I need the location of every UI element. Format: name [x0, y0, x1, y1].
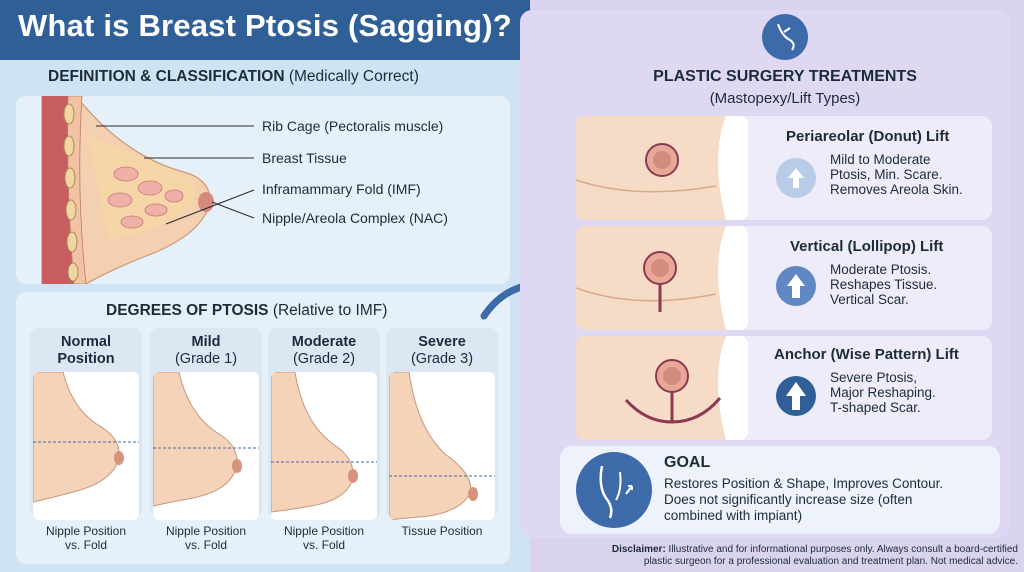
degree-title-mild: Mild	[191, 334, 221, 350]
degree-subtitle-mild: (Grade 1)	[174, 351, 238, 367]
degrees-heading-bold: DEGREES OF PTOSIS	[106, 302, 269, 319]
treatment-card-vertical: Vertical (Lollipop) Lift Moderate Ptosis…	[576, 226, 992, 330]
treatment-desc-periareolar: Mild to Moderate Ptosis, Min. Scare. Rem…	[830, 152, 963, 197]
goal-text-line: Restores Position & Shape, Improves Cont…	[664, 476, 944, 491]
degree-subtitle-moderate: (Grade 2)	[292, 351, 356, 367]
treatment-desc-line: Vertical Scar.	[830, 292, 909, 307]
degree-column-normal: Normal Position	[30, 328, 142, 520]
title-bar: What is Breast Ptosis (Sagging)?	[0, 0, 530, 60]
degrees-heading: DEGREES OF PTOSIS (Relative to IMF)	[106, 302, 387, 320]
degree-title-moderate: Moderate	[291, 334, 357, 350]
degree-column-severe: Severe (Grade 3)	[386, 328, 498, 520]
disclaimer-line1: Illustrative and for informational purpo…	[665, 544, 1018, 555]
degree-subtitle-normal: Position	[57, 351, 115, 367]
treatment-title-periareolar: Periareolar (Donut) Lift	[786, 128, 950, 145]
disclaimer-line2: plastic surgeon for a professional evalu…	[643, 556, 1018, 567]
degree-image-normal	[33, 372, 139, 520]
treatment-image-anchor	[576, 336, 748, 440]
goal-text-line: combined with impiant)	[664, 508, 803, 523]
disclaimer-label: Disclaimer:	[611, 544, 666, 555]
arrow-up-icon-severe	[776, 376, 816, 416]
definition-heading-rest: (Medically Correct)	[284, 68, 419, 85]
degree-foot-mild: Nipple Position vs. Fold	[146, 524, 266, 552]
degree-column-moderate: Moderate (Grade 2)	[268, 328, 380, 520]
degree-foot2-mild: vs. Fold	[184, 538, 227, 552]
treatment-desc-line: Reshapes Tissue.	[830, 277, 938, 292]
treatment-desc-line: T-shaped Scar.	[830, 400, 921, 415]
treatment-desc-line: Mild to Moderate	[830, 152, 931, 167]
degree-title-severe: Severe	[418, 334, 466, 350]
goal-text: Restores Position & Shape, Improves Cont…	[664, 476, 943, 524]
degree-foot2-moderate: vs. Fold	[302, 538, 345, 552]
goal-text-line: Does not significantly increase size (of…	[664, 492, 913, 507]
degree-subtitle-severe: (Grade 3)	[410, 351, 474, 367]
arrow-up-icon-moderate	[776, 266, 816, 306]
definition-heading-bold: DEFINITION & CLASSIFICATION	[48, 68, 285, 85]
disclaimer: Disclaimer: Illustrative and for informa…	[540, 544, 1018, 568]
degree-foot-normal: Nipple Position vs. Fold	[26, 524, 146, 552]
anatomy-label-rib-cage: Rib Cage (Pectoralis muscle)	[262, 118, 444, 134]
degree-foot1-normal: Nipple Position	[45, 524, 127, 538]
anatomy-label-breast-tissue: Breast Tissue	[262, 150, 347, 166]
degree-foot-moderate: Nipple Position vs. Fold	[264, 524, 384, 552]
degree-image-moderate	[271, 372, 377, 520]
body-contour-icon	[576, 452, 652, 528]
degree-foot1-severe: Tissue Position	[401, 524, 483, 538]
breast-profile-icon	[762, 14, 808, 60]
treatment-card-anchor: Anchor (Wise Pattern) Lift Severe Ptosis…	[576, 336, 992, 440]
anatomy-label-nac: Nipple/Areola Complex (NAC)	[262, 210, 448, 226]
degree-foot1-mild: Nipple Position	[165, 524, 247, 538]
degree-title-normal: Normal	[61, 334, 111, 350]
degree-foot-severe: Tissue Position	[382, 524, 502, 538]
treatment-image-periareolar	[576, 116, 748, 220]
treatment-desc-line: Removes Areola Skin.	[830, 182, 963, 197]
anatomy-illustration	[41, 96, 255, 284]
anatomy-panel: Rib Cage (Pectoralis muscle) Breast Tiss…	[16, 96, 510, 284]
treatment-card-periareolar: Periareolar (Donut) Lift Mild to Moderat…	[576, 116, 992, 220]
treatments-subheading: (Mastopexy/Lift Types)	[709, 90, 861, 107]
treatment-desc-line: Moderate Ptosis.	[830, 262, 932, 277]
treatment-desc-line: Major Reshaping.	[830, 385, 936, 400]
degree-image-mild	[153, 372, 259, 520]
treatment-desc-line: Ptosis, Min. Scare.	[830, 167, 943, 182]
treatment-desc-vertical: Moderate Ptosis. Reshapes Tissue. Vertic…	[830, 262, 937, 307]
page-title: What is Breast Ptosis (Sagging)?	[18, 8, 512, 43]
degree-foot1-moderate: Nipple Position	[283, 524, 365, 538]
goal-title: GOAL	[664, 454, 711, 471]
arrow-up-icon-mild	[776, 158, 816, 198]
degree-image-severe	[389, 372, 495, 520]
anatomy-label-imf: Inframammary Fold (IMF)	[262, 181, 421, 197]
treatment-desc-line: Severe Ptosis,	[830, 370, 918, 385]
definition-heading: DEFINITION & CLASSIFICATION (Medically C…	[48, 68, 419, 86]
treatment-title-anchor: Anchor (Wise Pattern) Lift	[774, 346, 959, 363]
degree-column-mild: Mild (Grade 1)	[150, 328, 262, 520]
degrees-heading-rest: (Relative to IMF)	[268, 302, 388, 319]
treatment-title-vertical: Vertical (Lollipop) Lift	[790, 238, 944, 255]
treatment-desc-anchor: Severe Ptosis, Major Reshaping. T-shaped…	[830, 370, 936, 415]
degree-foot2-normal: vs. Fold	[64, 538, 107, 552]
treatment-image-vertical	[576, 226, 748, 330]
treatments-heading: PLASTIC SURGERY TREATMENTS	[653, 68, 917, 85]
